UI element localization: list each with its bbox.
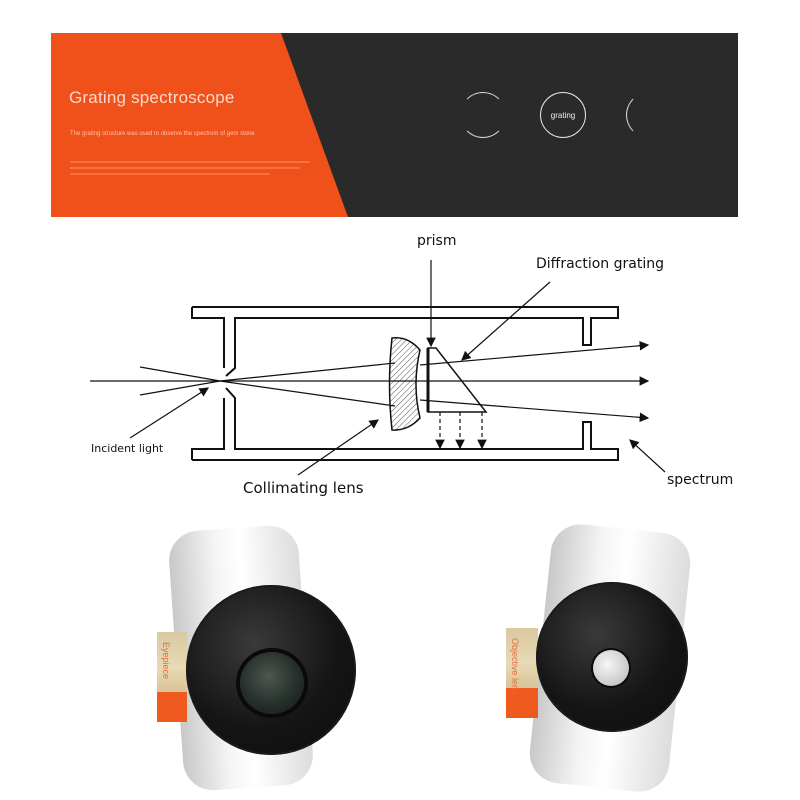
ray-to-lens-upper (219, 362, 396, 382)
collimating-lens-shape (388, 337, 421, 431)
incident-light-arrow (129, 387, 210, 439)
ring-left-icon (460, 92, 506, 138)
diffraction-grating-arrow (461, 281, 551, 361)
incident-ray-lower (139, 380, 221, 396)
spectrum-arrow (629, 439, 666, 473)
output-ray-lower (419, 399, 650, 423)
banner-fine-print (70, 161, 320, 179)
eyepiece-lens (240, 652, 304, 714)
diagram-svg (90, 260, 666, 476)
label-strip: Objective lens (506, 628, 538, 718)
label-strip: Eyepiece (157, 632, 187, 722)
output-ray-upper (419, 340, 650, 366)
tube-outline (191, 306, 619, 461)
label-prism: prism (417, 233, 457, 249)
incident-ray-upper (139, 366, 221, 382)
label-incident-light: Incident light (91, 442, 164, 455)
collimating-lens-arrow (297, 419, 379, 476)
eyepiece-label: Eyepiece (161, 642, 171, 680)
eyepiece-photo: Eyepiece (0, 510, 400, 800)
label-spectrum: spectrum (667, 472, 734, 488)
objective-lens (593, 650, 629, 686)
ray-to-lens-lower (219, 380, 396, 407)
banner: Grating spectroscope The grating structu… (51, 33, 738, 217)
ring-grating-icon: grating (540, 92, 586, 138)
label-collimating-lens: Collimating lens (243, 479, 364, 497)
banner-subtitle: The grating structure was used to observ… (70, 131, 255, 137)
objective-label: Objective lens (510, 638, 520, 695)
banner-title: Grating spectroscope (69, 88, 235, 107)
ring-right-icon (626, 92, 672, 138)
ring-label: grating (550, 110, 576, 120)
spectroscope-diagram: prism Diffraction grating Incident light… (0, 220, 800, 510)
objective-photo: Objective lens (400, 510, 800, 800)
label-diffraction-grating: Diffraction grating (536, 256, 664, 272)
